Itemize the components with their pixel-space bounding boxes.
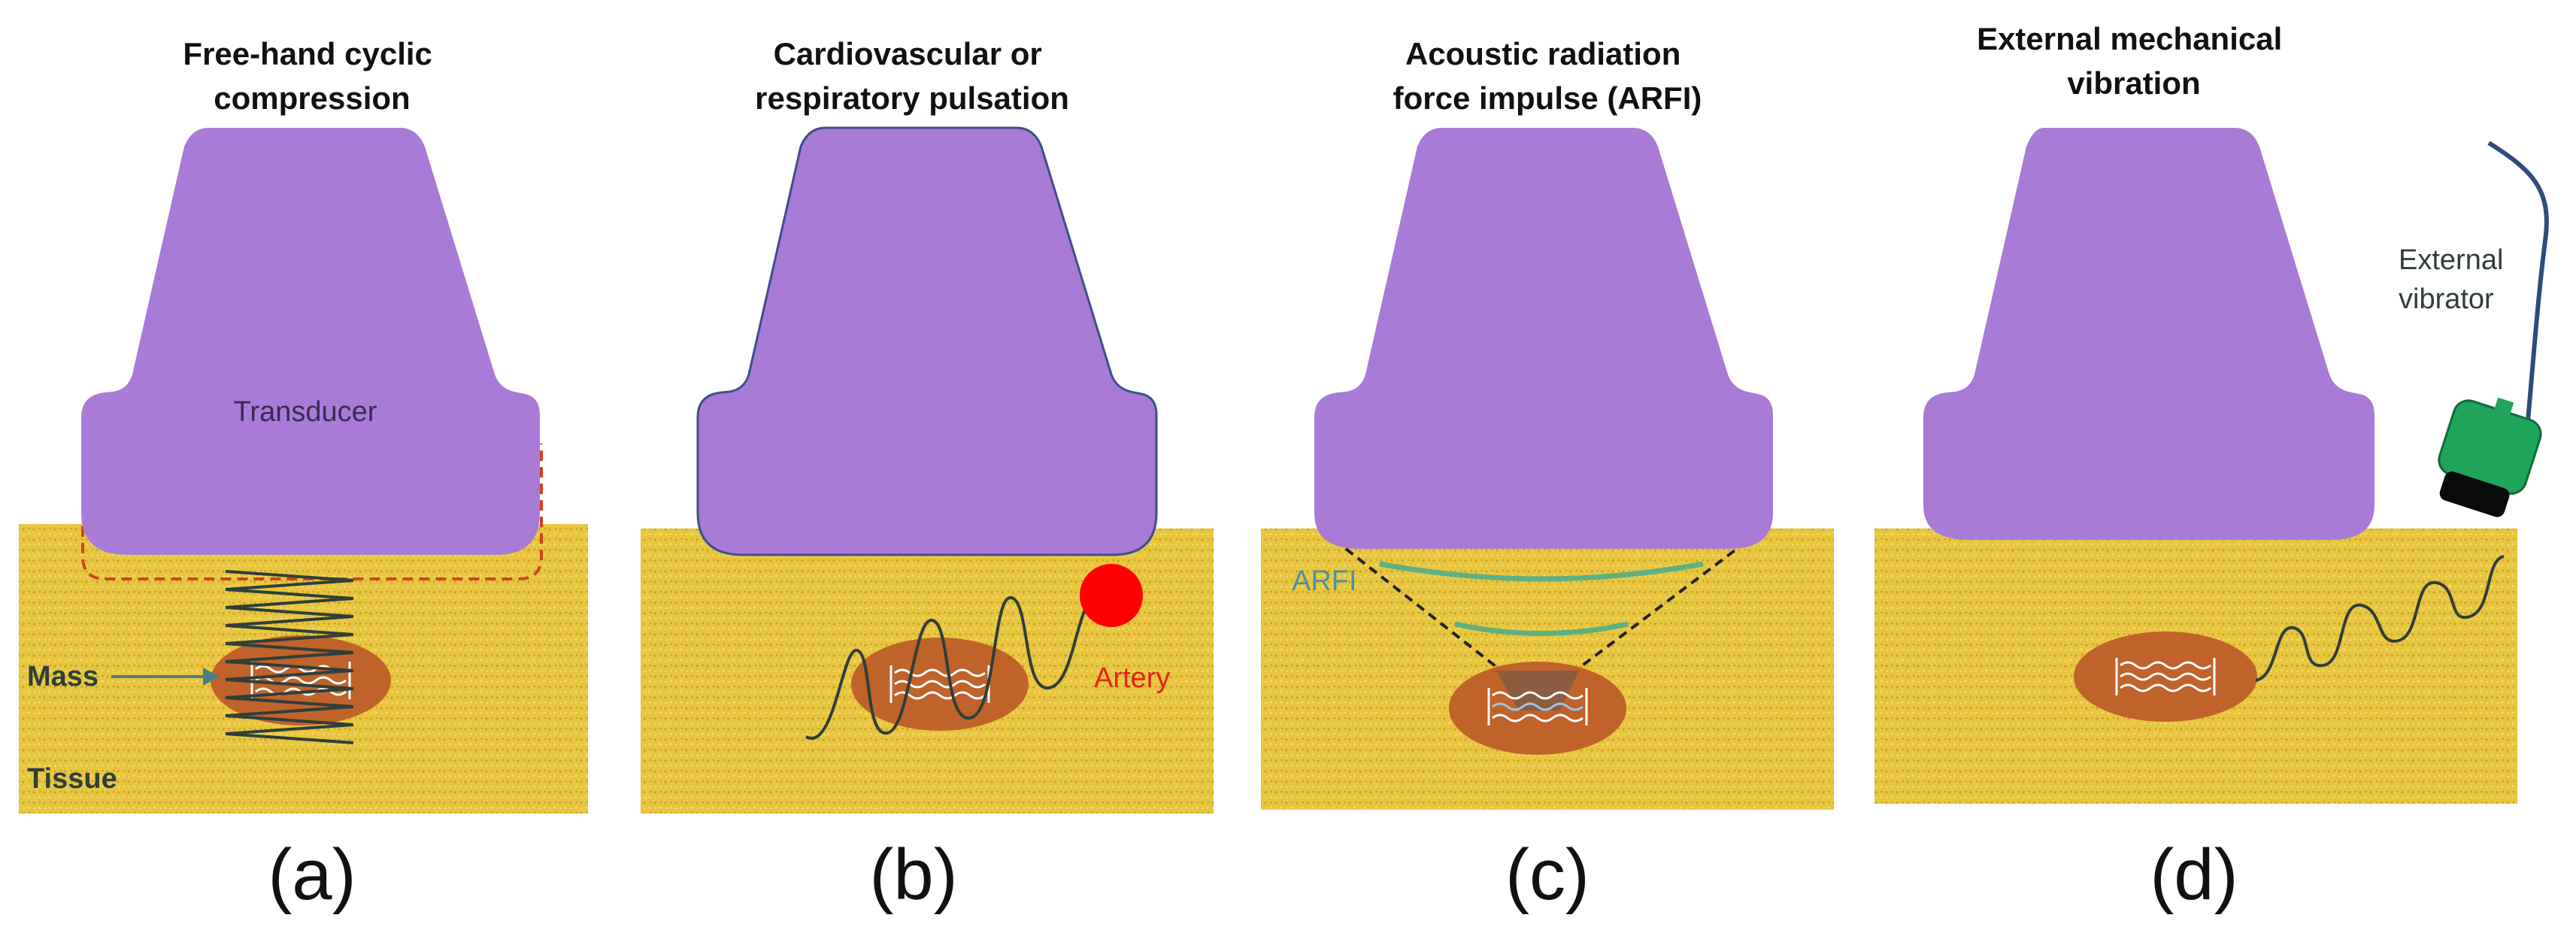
panel-d-title-line-1: External mechanical bbox=[1977, 21, 2282, 56]
panel-d: External mechanical vibration External v… bbox=[1874, 21, 2549, 915]
arfi-wavefront-icon bbox=[1379, 561, 1704, 582]
vibration-wave-icon bbox=[2255, 555, 2505, 682]
vibrator-label-line-2: vibrator bbox=[2399, 283, 2494, 315]
transducer-label: Transducer bbox=[234, 396, 377, 428]
panel-a-title-line-1: Free-hand cyclic bbox=[183, 36, 432, 71]
external-vibrator-icon bbox=[2438, 397, 2542, 517]
transducer bbox=[81, 128, 540, 555]
arfi-label: ARFI bbox=[1292, 565, 1357, 597]
panel-d-caption: (d) bbox=[2150, 835, 2238, 915]
mass-label: Mass bbox=[27, 661, 98, 692]
mass-texture bbox=[1487, 688, 1588, 726]
panel-c-title-line-1: Acoustic radiation bbox=[1405, 36, 1680, 71]
compression-spring-icon bbox=[225, 570, 354, 744]
panel-c-caption: (c) bbox=[1505, 835, 1590, 915]
mass-arrowhead-icon bbox=[203, 668, 220, 686]
transducer bbox=[1923, 128, 2374, 540]
transducer bbox=[696, 126, 1158, 556]
panel-a-title: Free-hand cyclic compression bbox=[183, 36, 441, 116]
transducer bbox=[1314, 128, 1773, 549]
panel-b-title-line-2: respiratory pulsation bbox=[755, 80, 1069, 116]
vibrator-label: External vibrator bbox=[2399, 244, 2511, 315]
pulsation-wave-icon bbox=[805, 592, 1099, 740]
panel-b-title-line-1: Cardiovascular or bbox=[774, 36, 1042, 71]
vibrator-label-line-1: External bbox=[2399, 244, 2503, 276]
panel-c-title: Acoustic radiation force impulse (ARFI) bbox=[1393, 36, 1702, 116]
arfi-focal-zone bbox=[1496, 671, 1579, 710]
panel-d-title: External mechanical vibration bbox=[1977, 21, 2291, 101]
panel-b: Cardiovascular or respiratory pulsation … bbox=[641, 36, 1214, 915]
panel-c-title-line-2: force impulse (ARFI) bbox=[1393, 80, 1702, 116]
artery-label: Artery bbox=[1094, 662, 1170, 694]
tissue-label: Tissue bbox=[27, 763, 117, 795]
vibrator-cable bbox=[2487, 141, 2549, 422]
panel-a: Free-hand cyclic compression Transducer … bbox=[19, 36, 588, 915]
mass-texture bbox=[889, 665, 990, 703]
mass-texture bbox=[2115, 658, 2216, 695]
panel-a-title-line-2: compression bbox=[214, 80, 410, 116]
panel-c: Acoustic radiation force impulse (ARFI) … bbox=[1261, 36, 1834, 915]
panel-b-caption: (b) bbox=[869, 835, 957, 915]
panel-b-title: Cardiovascular or respiratory pulsation bbox=[755, 36, 1069, 116]
panel-d-title-line-2: vibration bbox=[2067, 65, 2200, 101]
panel-a-caption: (a) bbox=[268, 835, 356, 915]
arfi-wavefront-icon bbox=[1454, 621, 1629, 636]
artery-icon bbox=[1080, 564, 1143, 627]
